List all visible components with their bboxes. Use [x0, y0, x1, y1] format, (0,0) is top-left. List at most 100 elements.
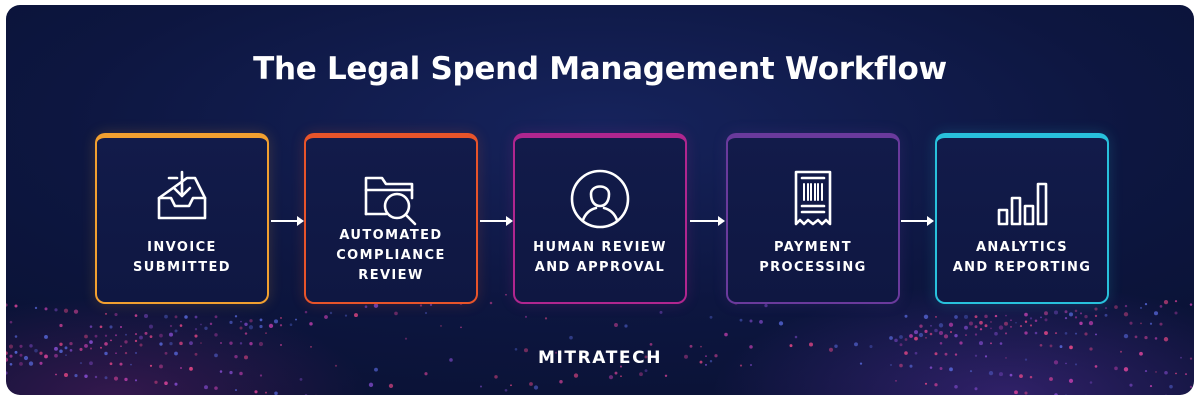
- background-dot: [533, 385, 539, 390]
- background-dot: [998, 325, 1004, 330]
- background-dot: [1080, 312, 1082, 315]
- background-dot: [1068, 312, 1074, 317]
- background-dot: [624, 324, 628, 328]
- background-dot: [1015, 321, 1017, 324]
- background-dot: [429, 303, 433, 307]
- background-dot: [148, 324, 154, 329]
- background-dot: [794, 335, 798, 339]
- background-dot: [1149, 385, 1153, 388]
- background-dot: [449, 358, 453, 362]
- background-dot: [1024, 312, 1028, 317]
- background-dot: [243, 355, 249, 360]
- background-dot: [1094, 314, 1098, 318]
- background-dot: [39, 361, 43, 365]
- background-dot: [114, 334, 118, 337]
- background-dot: [1064, 316, 1068, 320]
- background-dot: [1144, 302, 1148, 306]
- background-dot: [510, 384, 512, 387]
- background-dot: [364, 305, 368, 308]
- step-label: INVOICE SUBMITTED: [133, 240, 231, 275]
- background-dot: [194, 328, 198, 331]
- background-dot: [180, 366, 182, 369]
- background-dot: [144, 331, 148, 335]
- background-dot: [89, 347, 93, 350]
- background-dot: [79, 347, 83, 351]
- background-dot: [724, 332, 728, 337]
- background-dot: [14, 335, 18, 338]
- background-dot: [943, 334, 949, 339]
- background-dot: [114, 312, 118, 317]
- background-dot: [120, 345, 122, 348]
- background-dot: [244, 322, 248, 327]
- background-dot: [324, 315, 328, 319]
- background-dot: [373, 303, 379, 308]
- background-dot: [894, 338, 898, 343]
- background-dot: [100, 346, 102, 349]
- background-dot: [1169, 384, 1173, 389]
- arrow-right-icon: [480, 216, 513, 226]
- background-dot: [6, 357, 9, 362]
- background-dot: [1140, 322, 1142, 325]
- background-dot: [1074, 363, 1078, 366]
- background-dot: [59, 342, 63, 346]
- background-dot: [1134, 335, 1138, 339]
- background-dot: [1034, 319, 1038, 323]
- background-dot: [73, 309, 79, 314]
- background-dot: [239, 342, 243, 345]
- background-dot: [368, 382, 374, 387]
- background-dot: [1010, 319, 1012, 322]
- background-dot: [1129, 321, 1133, 325]
- background-dot: [124, 377, 128, 382]
- background-dot: [34, 348, 38, 353]
- background-dot: [899, 343, 903, 347]
- background-dot: [1074, 332, 1078, 335]
- background-dot: [1074, 309, 1078, 313]
- background-dot: [714, 354, 718, 358]
- background-dot: [44, 335, 48, 339]
- background-dot: [1044, 331, 1048, 335]
- background-dot: [899, 335, 903, 339]
- background-dot: [1024, 320, 1028, 323]
- background-dot: [214, 315, 218, 319]
- background-dot: [125, 333, 127, 336]
- background-dot: [999, 342, 1003, 345]
- background-dot: [115, 352, 117, 355]
- receipt-icon: [728, 168, 898, 230]
- background-dot: [234, 354, 238, 359]
- background-dot: [1089, 347, 1093, 351]
- background-dot: [1095, 333, 1097, 336]
- background-dot: [948, 322, 954, 327]
- background-dot: [559, 380, 563, 384]
- background-dot: [904, 338, 908, 341]
- background-dot: [1139, 306, 1143, 309]
- background-dot: [28, 361, 34, 366]
- background-dot: [374, 367, 378, 372]
- background-dot: [984, 355, 988, 358]
- background-dot: [424, 372, 428, 376]
- background-dot: [419, 304, 423, 307]
- background-dot: [974, 315, 978, 319]
- background-dot: [159, 333, 163, 338]
- background-dot: [979, 328, 983, 331]
- background-dot: [89, 361, 93, 366]
- background-dot: [279, 324, 283, 327]
- background-dot: [895, 380, 897, 382]
- background-dot: [164, 351, 168, 355]
- background-dot: [934, 328, 938, 333]
- background-dot: [965, 334, 967, 336]
- background-dot: [939, 341, 943, 345]
- background-dot: [1189, 357, 1193, 360]
- background-dot: [1064, 332, 1068, 335]
- background-dot: [1084, 332, 1088, 336]
- background-dot: [1039, 343, 1043, 347]
- mitratech-logo: MITRATECH: [537, 348, 663, 368]
- background-dot: [828, 347, 834, 352]
- background-dot: [94, 334, 98, 338]
- background-dot: [64, 346, 68, 350]
- background-dot: [739, 364, 743, 367]
- background-dot: [200, 323, 202, 326]
- background-dot: [1114, 305, 1118, 309]
- background-dot: [1029, 375, 1033, 379]
- step-automated-compliance-review: AUTOMATED COMPLIANCE REVIEW: [304, 133, 478, 304]
- bar-chart-icon: [937, 168, 1107, 230]
